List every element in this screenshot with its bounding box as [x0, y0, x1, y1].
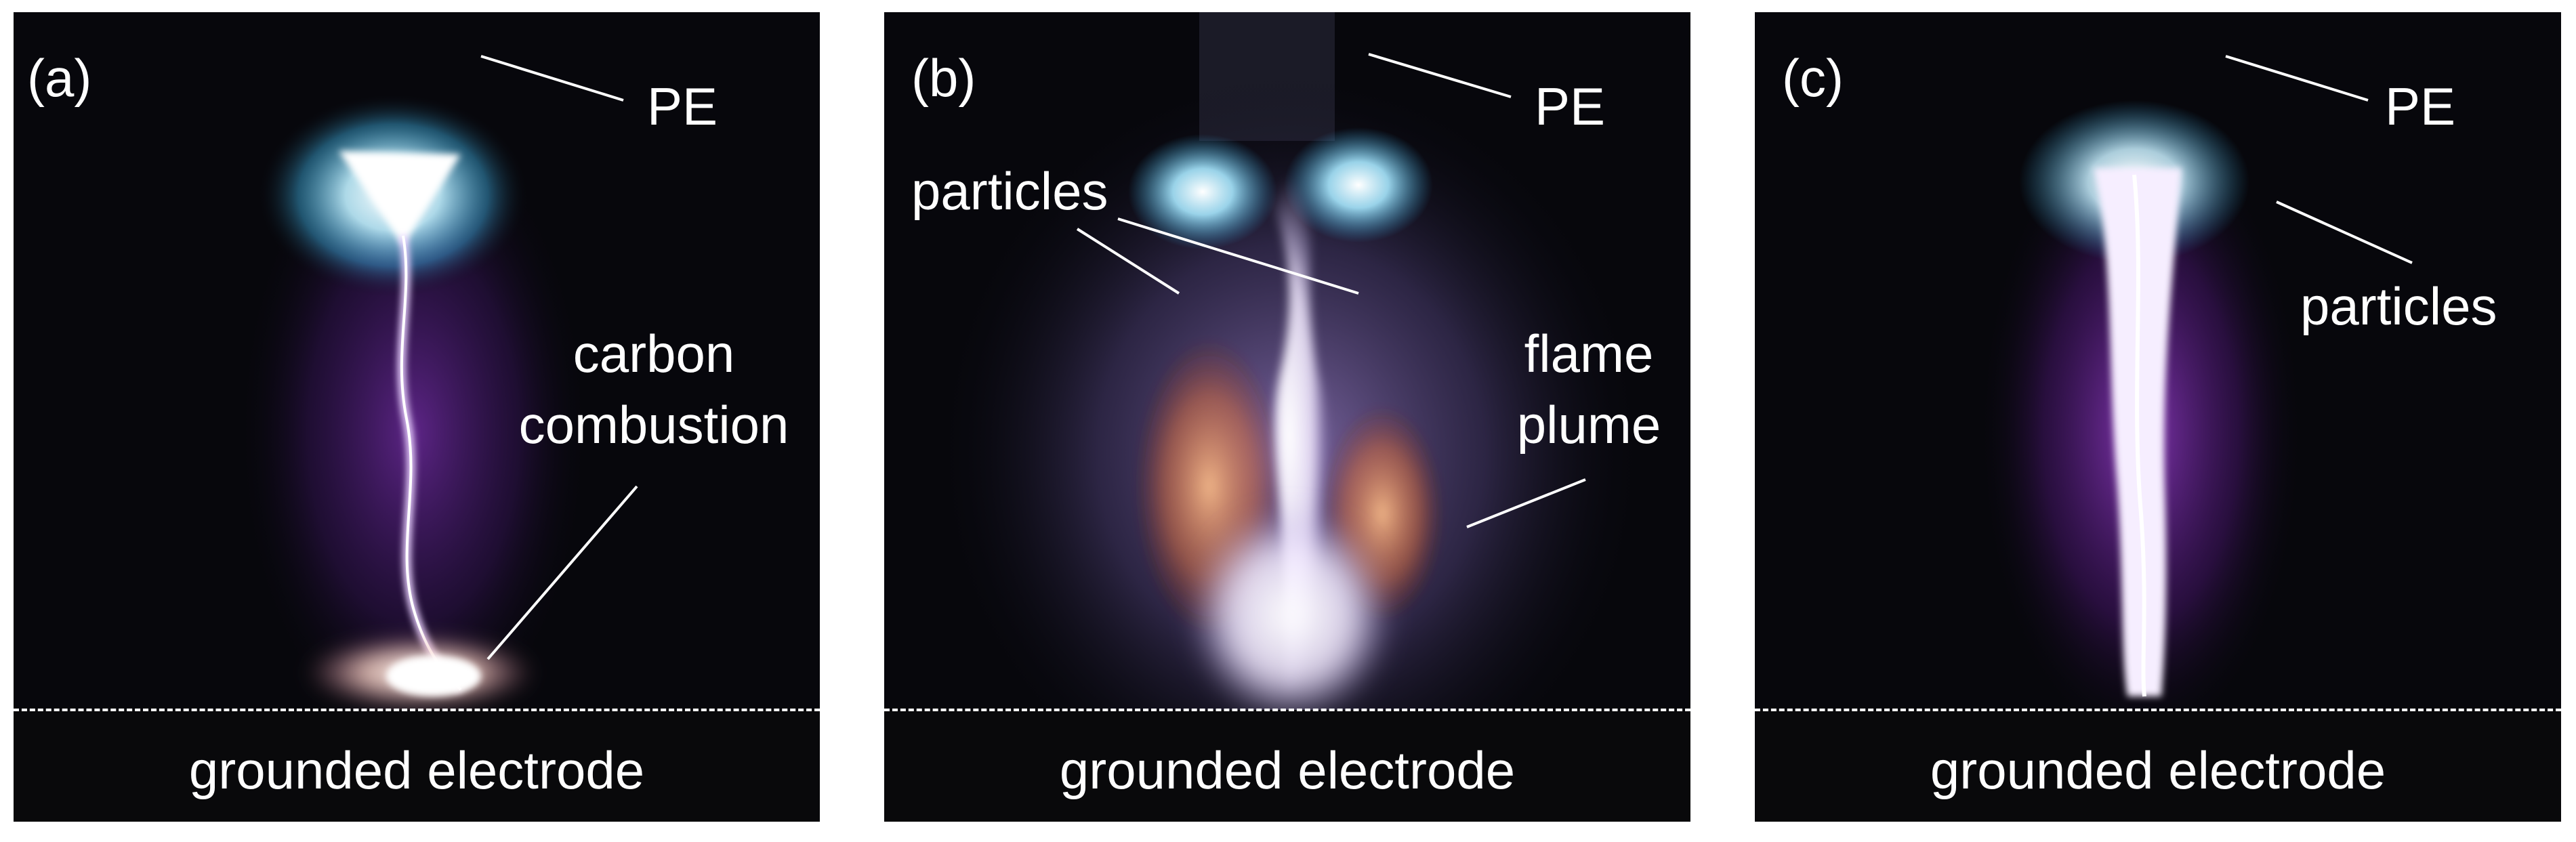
particles-pointer-line-1	[1076, 228, 1180, 295]
grounded-electrode-label: grounded electrode	[1930, 740, 2386, 800]
panel-b: (b) PE particles flame plume grounded el…	[884, 12, 1690, 822]
discharge-filament-core	[2132, 174, 2146, 697]
flame-label-line2: plume	[1516, 395, 1661, 455]
electrode-boundary-line	[884, 709, 1690, 711]
particles-pointer-line-2	[1117, 217, 1359, 295]
pe-label: PE	[1535, 77, 1606, 136]
panel-label: (a)	[27, 48, 92, 108]
electrode-tip-core	[339, 151, 461, 246]
electrode-boundary-line	[14, 709, 820, 711]
grounded-electrode-label: grounded electrode	[1059, 740, 1516, 800]
panel-label: (c)	[1782, 48, 1844, 108]
panel-c: (c) PE particles grounded electrode	[1755, 12, 2561, 822]
particles-label: particles	[2300, 276, 2497, 336]
tip-glow-left	[1128, 134, 1277, 249]
grounded-electrode-area	[884, 710, 1690, 822]
carbon-pointer-line	[486, 485, 638, 660]
particles-label: particles	[911, 161, 1108, 221]
panel-a: (a) PE carbon combustion grounded electr…	[14, 12, 820, 822]
electrode-boundary-line	[1755, 709, 2561, 711]
discharge-base-glow	[1189, 507, 1392, 723]
pe-label: PE	[2385, 77, 2456, 136]
flame-label-line1: flame	[1524, 324, 1654, 383]
carbon-label-line1: carbon	[573, 324, 735, 383]
pe-pointer-line	[1368, 53, 1512, 98]
carbon-combustion-core	[386, 656, 481, 696]
particles-pointer-line	[2276, 201, 2413, 264]
flame-pointer-line	[1466, 478, 1586, 528]
grounded-electrode-area	[14, 710, 820, 822]
carbon-label-line2: combustion	[518, 395, 789, 455]
panel-a-photo	[237, 55, 638, 751]
pe-label: PE	[647, 77, 718, 136]
panel-c-photo	[1978, 55, 2413, 779]
pe-pointer-line	[2225, 55, 2369, 102]
tip-glow-right	[1284, 127, 1433, 243]
panel-b-photo	[938, 12, 1643, 822]
grounded-electrode-label: grounded electrode	[188, 740, 645, 800]
pe-pointer-line	[480, 55, 624, 102]
panel-label: (b)	[911, 48, 976, 108]
grounded-electrode-area	[1755, 710, 2561, 822]
